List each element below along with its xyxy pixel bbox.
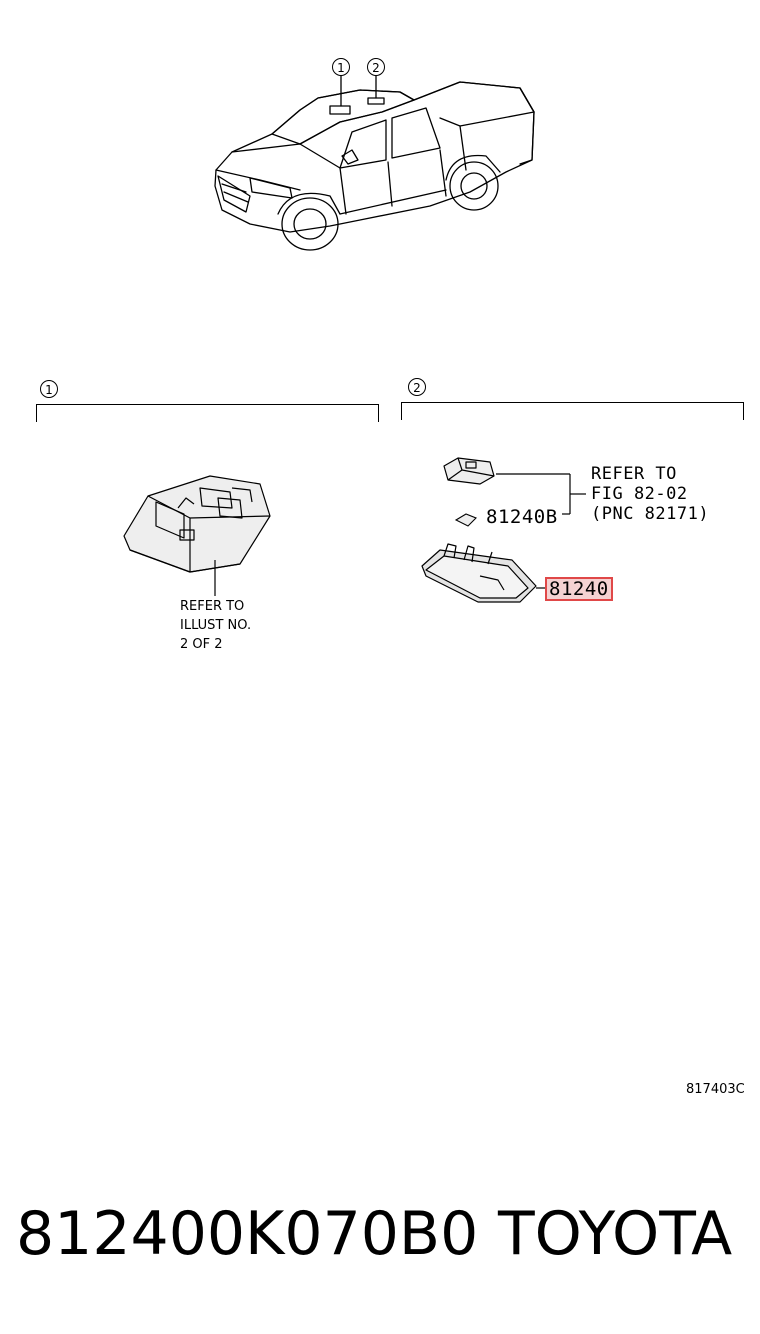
footer-part-number: 812400K070B0 bbox=[16, 1199, 479, 1269]
map-lamp-illustration bbox=[421, 543, 546, 603]
bulb-illustration bbox=[454, 513, 477, 527]
part-label-81240-highlighted[interactable]: 81240 bbox=[545, 577, 613, 601]
note-line-1: REFER TO bbox=[180, 599, 245, 614]
overhead-console-illustration bbox=[123, 475, 271, 596]
note-line-3: 2 OF 2 bbox=[180, 637, 223, 652]
footer-brand: TOYOTA bbox=[498, 1199, 733, 1269]
ref-line-3: (PNC 82171) bbox=[591, 504, 710, 524]
section-2-callout: 2 bbox=[408, 378, 426, 396]
ref-note-section-2: REFER TO FIG 82-02 (PNC 82171) bbox=[591, 464, 709, 524]
leader-lines-section-2 bbox=[496, 473, 586, 515]
note-line-2: ILLUST NO. bbox=[180, 618, 252, 633]
section-1-note: REFER TO ILLUST NO. 2 OF 2 bbox=[180, 597, 251, 654]
connector-illustration bbox=[443, 457, 495, 485]
section-1-callout: 1 bbox=[40, 380, 58, 398]
callout-1-truck: 1 bbox=[332, 58, 350, 76]
section-1-bracket bbox=[36, 404, 379, 422]
ref-line-2: FIG 82-02 bbox=[591, 484, 688, 504]
callout-2-truck: 2 bbox=[367, 58, 385, 76]
ref-line-1: REFER TO bbox=[591, 464, 677, 484]
illustration-code: 817403C bbox=[686, 1082, 745, 1097]
pickup-truck-illustration bbox=[214, 75, 535, 251]
part-label-81240b[interactable]: 81240B bbox=[486, 506, 558, 528]
section-2-bracket bbox=[401, 402, 744, 420]
